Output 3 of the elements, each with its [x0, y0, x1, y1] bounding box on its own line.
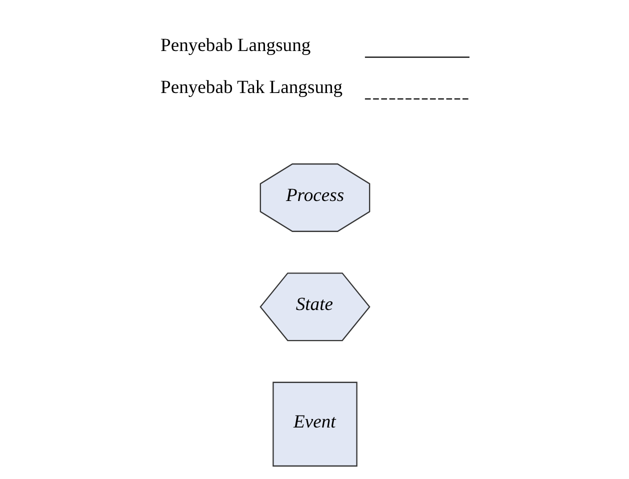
- legend-label: Penyebab Tak Langsung: [160, 76, 342, 98]
- node-box: Event: [272, 382, 357, 467]
- legend-label: Penyebab Langsung: [160, 35, 310, 56]
